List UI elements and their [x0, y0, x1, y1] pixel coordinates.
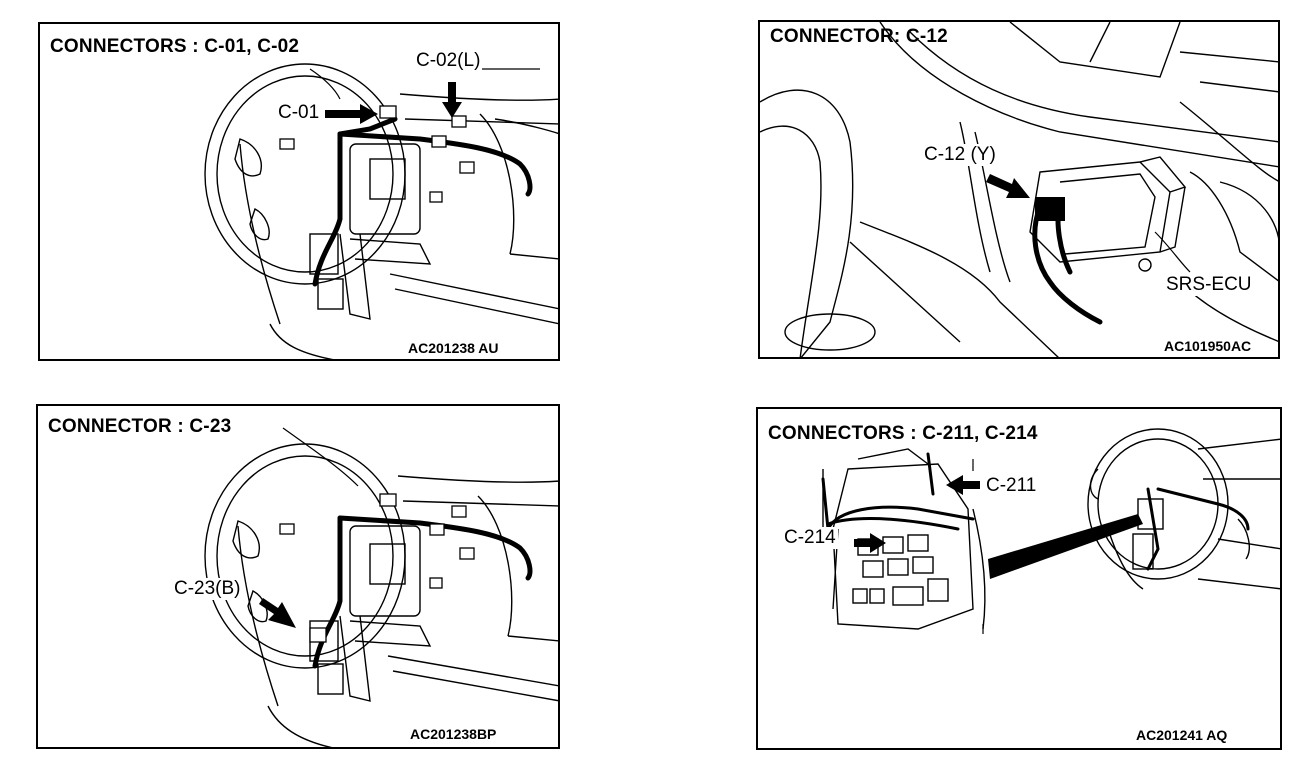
arrow-c214 — [854, 533, 886, 553]
panel-title: CONNECTOR : C-23 — [48, 416, 232, 437]
figure-code: AC201241 AQ — [1136, 727, 1228, 743]
arrow-c211 — [946, 475, 980, 495]
figure-code: AC201238 AU — [408, 340, 499, 356]
panel-title: CONNECTORS : C-211, C-214 — [768, 423, 1038, 444]
label-c02: C-02(L) — [414, 50, 483, 72]
panel-title: CONNECTOR: C-12 — [770, 26, 948, 47]
figure-code: AC201238BP — [410, 726, 497, 742]
dashboard-illustration — [204, 427, 558, 747]
arrow-c23 — [259, 598, 296, 628]
panel-connector-c12: CONNECTOR: C-12 C-12 (Y) SRS-ECU AC10195… — [758, 20, 1280, 359]
console-illustration — [760, 22, 1278, 357]
panel-connector-c23: CONNECTOR : C-23 C-23(B) AC201238BP — [36, 404, 560, 749]
panel-connectors-c01-c02: CONNECTORS : C-01, C-02 C-01 C-02(L) AC2… — [38, 22, 560, 361]
label-srs-ecu: SRS-ECU — [1164, 274, 1254, 296]
arrow-c12 — [986, 174, 1030, 198]
junction-block-illustration — [821, 428, 1280, 634]
arrow-c01 — [325, 104, 378, 124]
dashboard-illustration — [204, 63, 558, 359]
figure-code: AC101950AC — [1164, 338, 1252, 354]
label-c23: C-23(B) — [172, 578, 243, 600]
label-c214: C-214 — [782, 527, 838, 549]
label-c211: C-211 — [984, 475, 1039, 497]
label-c12: C-12 (Y) — [922, 144, 998, 166]
arrow-c02 — [442, 82, 462, 118]
panel-connectors-c211-c214: CONNECTORS : C-211, C-214 C-211 C-214 AC… — [756, 407, 1282, 750]
panel-title: CONNECTORS : C-01, C-02 — [50, 36, 300, 57]
label-c01: C-01 — [276, 102, 322, 124]
